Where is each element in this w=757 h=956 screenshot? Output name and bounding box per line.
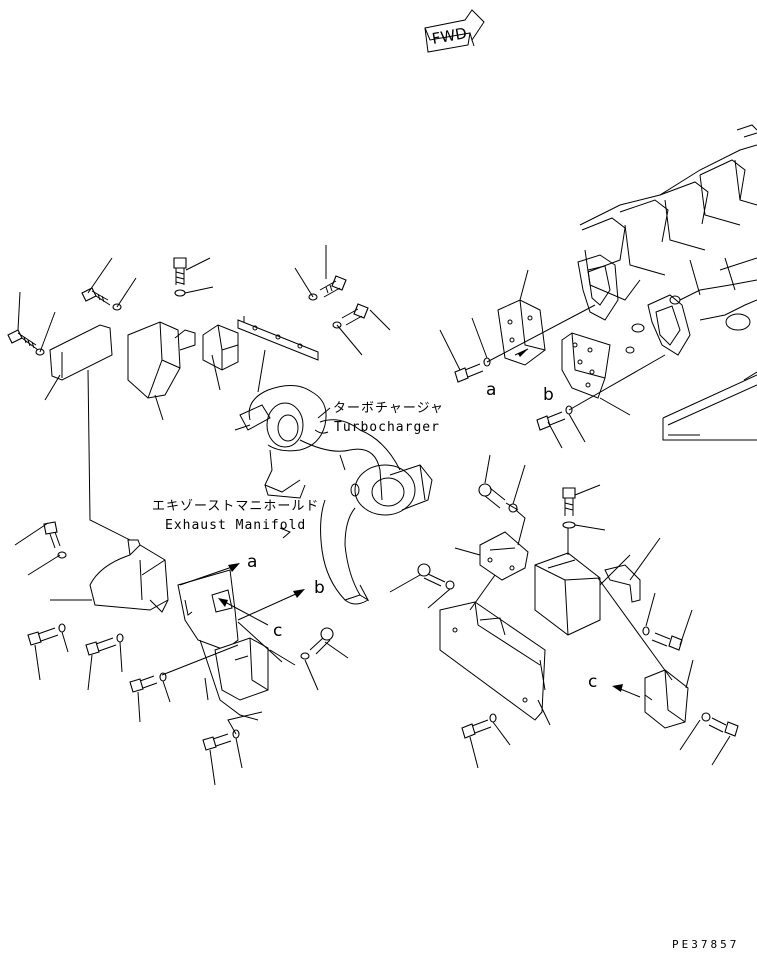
exhaust-manifold-label-en: Exhaust Manifold — [165, 518, 306, 533]
fwd-arrow-icon — [424, 9, 485, 53]
lower-right-heat-shield-assembly — [439, 504, 689, 729]
reference-arrow-b — [237, 589, 305, 621]
washer-icon — [489, 713, 497, 723]
reference-arrow-a — [179, 563, 240, 586]
bolt-icon — [173, 257, 187, 285]
leader-lines-upper-right — [439, 269, 666, 449]
lower-left-heat-shield-assembly — [89, 539, 269, 721]
washer-icon — [58, 623, 66, 633]
bolt-icon — [43, 521, 61, 549]
washer-icon — [300, 652, 310, 660]
reference-arrow-c — [612, 684, 641, 698]
ref-letter-c: c — [588, 672, 597, 692]
bolt-icon — [461, 719, 492, 739]
washer-icon — [562, 521, 576, 529]
upper-right-bracket-b — [561, 332, 611, 399]
washer-icon — [57, 551, 67, 559]
bolt-icon — [708, 717, 739, 737]
bolt-icon — [202, 733, 232, 751]
bolt-icon — [7, 329, 39, 351]
engine-block — [577, 124, 757, 441]
washer-icon — [445, 580, 455, 590]
leader-lines-lower-left — [14, 522, 349, 786]
washer-icon — [116, 633, 124, 643]
exhaust-manifold-label-jp: エキゾーストマニホールド — [152, 499, 319, 514]
washer-icon — [701, 712, 711, 722]
turbocharger-label-en: Turbocharger — [334, 420, 440, 435]
bolt-icon — [81, 287, 111, 306]
ref-letter-a: a — [247, 552, 257, 572]
bolt-icon — [341, 303, 369, 326]
ref-letter-a: a — [486, 380, 496, 400]
ref-letter-b: b — [543, 385, 554, 405]
bolt-icon — [309, 627, 334, 655]
leader-lines-lower-right — [389, 454, 731, 769]
leader-lines-upper-left — [17, 245, 391, 541]
ref-letter-b: b — [314, 578, 325, 598]
bolt-icon — [27, 627, 59, 646]
bolt-icon — [319, 275, 347, 298]
fwd-label: FWD — [431, 24, 469, 48]
ref-letter-c: c — [273, 621, 282, 641]
bolt-icon — [651, 632, 683, 651]
upper-left-heat-shield-assembly — [49, 316, 319, 399]
bolt-icon — [562, 487, 576, 516]
bolt-icon — [85, 637, 117, 656]
washer-icon — [642, 626, 650, 636]
bolt-icon — [478, 483, 506, 509]
bolt-icon — [454, 363, 484, 383]
bolt-icon — [417, 563, 446, 587]
bolt-icon — [129, 675, 158, 693]
reference-arrow-c — [218, 598, 269, 626]
drawing-number: PE37857 — [672, 938, 739, 951]
turbocharger-label-jp: ターボチャージャ — [333, 401, 444, 416]
turbocharger — [234, 385, 433, 605]
upper-right-bracket-a — [497, 299, 546, 366]
washer-icon — [174, 289, 186, 297]
